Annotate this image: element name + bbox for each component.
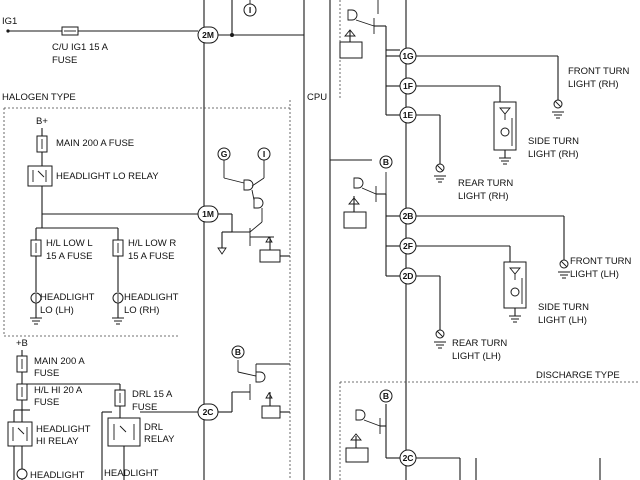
ig1-circuit: IG1 C/U IG1 15 A FUSE — [2, 0, 304, 66]
side-turn-lh-label-line1: SIDE TURN — [538, 302, 589, 313]
discharge-type-label: DISCHARGE TYPE — [536, 370, 620, 381]
halogen-type-label: HALOGEN TYPE — [2, 92, 76, 103]
connector-2b: 2B — [399, 207, 417, 225]
rear-turn-lh-label-line1: REAR TURN — [452, 338, 507, 349]
connector-2b-label: 2B — [403, 211, 414, 221]
hl-hi-fuse-label-line2: FUSE — [34, 397, 59, 408]
main-fuse-top-label: MAIN 200 A FUSE — [56, 138, 134, 149]
marker-b-left: B — [231, 345, 245, 359]
side-turn-lh-symbol — [503, 261, 527, 309]
marker-b-left-label: B — [235, 347, 241, 357]
headlight-hi-relay-label-line1: HEADLIGHT — [36, 424, 91, 435]
turn-light-section: FRONT TURN LIGHT (RH) SIDE TURN LIGHT (R… — [330, 0, 632, 362]
headlight-bottom-left-label: HEADLIGHT — [30, 470, 85, 480]
connector-2d-label: 2D — [403, 271, 414, 281]
connector-1m-label: 1M — [202, 209, 214, 219]
hl-hi-fuse-label-line1: H/L HI 20 A — [34, 385, 83, 396]
headlight-hi-relay-label-line2: HI RELAY — [36, 436, 79, 447]
connector-1e-label: 1E — [403, 110, 414, 120]
side-turn-rh-label-line2: LIGHT (RH) — [528, 149, 579, 160]
bplus-top-label: B+ — [36, 116, 48, 127]
marker-b-bottom-label: B — [383, 391, 389, 401]
hl-low-l-label-line2: 15 A FUSE — [46, 251, 92, 262]
marker-i-top: I — [243, 3, 257, 17]
halogen-section: HALOGEN TYPE B+ MAIN 200 A FUSE HEADLIGH… — [2, 92, 290, 337]
connector-2c-right-label: 2C — [403, 453, 414, 463]
connector-2d: 2D — [399, 267, 417, 285]
front-turn-rh-label-line2: LIGHT (RH) — [568, 79, 619, 90]
connector-2f: 2F — [399, 237, 417, 255]
marker-g: G — [217, 147, 231, 161]
connector-2c-left-label: 2C — [203, 407, 214, 417]
rear-turn-rh-label-line1: REAR TURN — [458, 178, 513, 189]
marker-b-bottom: B — [379, 389, 393, 403]
marker-i-top-label: I — [249, 5, 251, 15]
rear-turn-rh-label-line2: LIGHT (RH) — [458, 191, 509, 202]
connector-2c-left: 2C — [197, 403, 219, 421]
headlight-lo-lh-label-line1: HEADLIGHT — [40, 292, 95, 303]
connector-1e: 1E — [399, 106, 417, 124]
marker-i-mid-label: I — [263, 149, 265, 159]
connector-1f: 1F — [399, 77, 417, 95]
drl-relay-label-line1: DRL — [144, 422, 163, 433]
headlight-bottom-mid-label: HEADLIGHT — [104, 468, 159, 479]
bplus-bottom-label: +B — [16, 338, 28, 349]
connector-2m: 2M — [197, 26, 219, 44]
cpu-label: CPU — [307, 92, 327, 103]
marker-g-label: G — [221, 149, 228, 159]
drl-fuse-label-line2: FUSE — [132, 402, 157, 413]
hl-low-r-label-line1: H/L LOW R — [128, 238, 176, 249]
connector-2c-right: 2C — [399, 449, 417, 467]
frame-lines — [203, 0, 407, 480]
drl-relay-symbol — [107, 417, 141, 447]
cu-ig1-fuse-label-line2: FUSE — [52, 55, 77, 66]
headlight-lo-rh-label-line2: LO (RH) — [124, 305, 159, 316]
side-turn-rh-label-line1: SIDE TURN — [528, 136, 579, 147]
headlight-lo-relay-label: HEADLIGHT LO RELAY — [56, 171, 159, 182]
hl-low-r-label-line2: 15 A FUSE — [128, 251, 174, 262]
drl-fuse-label-line1: DRL 15 A — [132, 389, 173, 400]
main-fuse-bottom-label-line2: FUSE — [34, 368, 59, 379]
drl-relay-label-line2: RELAY — [144, 434, 175, 445]
rear-turn-lh-label-line2: LIGHT (LH) — [452, 351, 501, 362]
marker-b-mid-label: B — [383, 157, 389, 167]
headlight-lo-rh-label-line1: HEADLIGHT — [124, 292, 179, 303]
connector-2m-label: 2M — [202, 30, 214, 40]
hl-low-l-label-line1: H/L LOW L — [46, 238, 93, 249]
hi-drl-section: +B MAIN 200 A FUSE H/L HI 20 A FUSE DRL … — [7, 338, 290, 480]
headlight-lo-relay-symbol — [27, 165, 53, 187]
side-turn-rh-symbol — [493, 101, 517, 151]
front-turn-lh-label-line1: FRONT TURN — [570, 256, 632, 267]
headlight-hi-relay-symbol — [7, 421, 33, 447]
discharge-section: DISCHARGE TYPE — [339, 370, 640, 480]
headlight-lo-lh-label-line2: LO (LH) — [40, 305, 74, 316]
ig1-label: IG1 — [2, 16, 17, 27]
front-turn-lh-label-line2: LIGHT (LH) — [570, 269, 619, 280]
connector-2f-label: 2F — [403, 241, 413, 251]
cu-ig1-fuse-label-line1: C/U IG1 15 A — [52, 42, 109, 53]
front-turn-rh-label-line1: FRONT TURN — [568, 66, 630, 77]
connector-1f-label: 1F — [403, 81, 413, 91]
connector-1g: 1G — [399, 47, 417, 65]
main-fuse-bottom-label-line1: MAIN 200 A — [34, 356, 85, 367]
connector-1g-label: 1G — [402, 51, 414, 61]
marker-i-mid: I — [257, 147, 271, 161]
ground-symbols — [434, 111, 570, 349]
connector-1m: 1M — [197, 205, 219, 223]
marker-b-mid: B — [379, 155, 393, 169]
side-turn-lh-label-line2: LIGHT (LH) — [538, 315, 587, 326]
